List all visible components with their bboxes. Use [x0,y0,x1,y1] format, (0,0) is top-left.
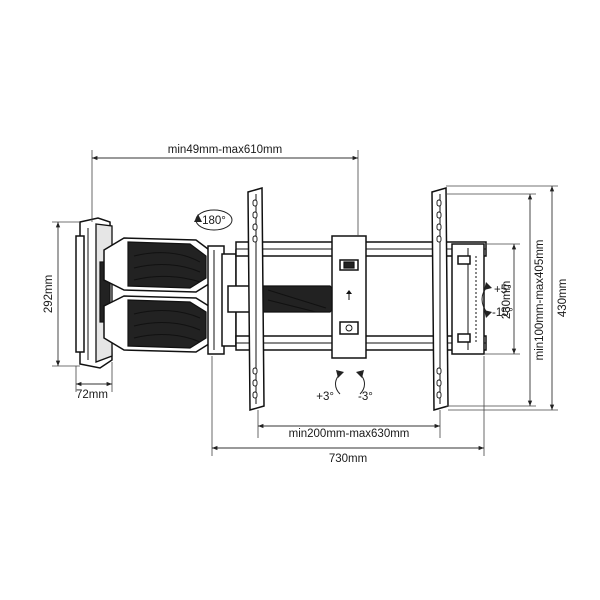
level-minus-arrow-icon [356,370,364,378]
mounting-hole [436,199,442,207]
swivel-indicator: 180° [194,209,233,231]
tilt-down-label: -15° [492,307,513,319]
level-minus-label: -3° [358,391,373,403]
mounting-hole [252,223,258,231]
arm-height-label: 292mm [43,275,55,313]
articulating-arm [103,237,237,355]
mounting-hole [252,211,258,219]
total-width-label: 730mm [329,453,367,465]
tilt-up-label: +5° [494,284,512,296]
mounting-hole [436,211,442,219]
tilt-bracket [451,243,485,355]
level-plus-label: +3° [316,391,334,403]
swivel-label: 180° [202,215,226,227]
mounting-hole [252,367,258,375]
dimension-bracket-height: 430mm [446,185,569,411]
centre-lock-plate [331,235,367,359]
tilt-indicator: +5° -15° [481,282,513,319]
mounting-hole [436,367,442,375]
dimension-arm-height: 292mm [43,221,80,367]
top-reach-label: min49mm-max610mm [168,144,282,156]
vertical-arm-left [247,187,265,411]
mounting-holes [252,199,442,399]
wall-plate-depth-label: 72mm [76,389,108,401]
horizontal-holes-label: min200mm-max630mm [289,428,410,440]
wall-plate [75,217,113,369]
dimension-inner-height: 230mm [484,243,520,355]
inner-height-label: 230mm [501,281,513,319]
mounting-hole [252,199,258,207]
mounting-hole [436,235,442,243]
mounting-hole [436,223,442,231]
tilt-up-arrow-icon [484,282,492,290]
bracket-height-label: 430mm [557,279,569,317]
tilt-down-arrow-icon [484,310,492,318]
dimension-top-reach: min49mm-max610mm [91,144,359,236]
level-plus-arrow-icon [336,370,344,378]
level-indicator: +3° -3° [316,370,373,403]
vertical-arm-right [431,187,449,411]
dimension-vertical-holes: min100mm-max405mm [446,193,546,407]
mounting-hole [436,379,442,387]
mounting-hole [252,379,258,387]
mounting-hole [436,391,442,399]
dimension-wall-plate-depth: 72mm [75,362,113,401]
mounting-hole [252,235,258,243]
swivel-arrow-icon [194,214,202,222]
mounting-hole [252,391,258,399]
dimension-horizontal-holes: min200mm-max630mm [257,410,441,440]
vertical-holes-label: min100mm-max405mm [534,240,546,361]
centre-carriage [227,249,337,347]
